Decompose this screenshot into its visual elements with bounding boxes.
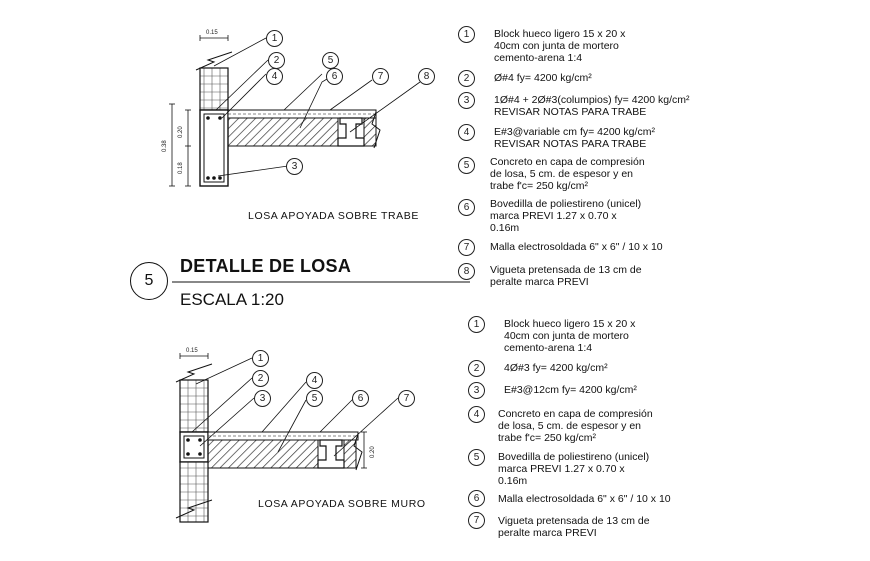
top-slab-break-line: [371, 111, 381, 149]
note-number: 6: [468, 490, 485, 507]
note-text: Malla electrosoldada 6" x 6" / 10 x 10: [498, 493, 671, 505]
top-dim-total: 0.38: [162, 140, 168, 152]
note-number: 6: [458, 199, 475, 216]
note-text: Bovedilla de poliestireno (unicel) marca…: [498, 451, 650, 487]
top-stirrup: [203, 113, 225, 183]
note-number: 2: [458, 70, 475, 87]
note-number: 3: [468, 382, 485, 399]
note-text: 1Ø#4 + 2Ø#3(columpios) fy= 4200 kg/cm² R…: [494, 94, 690, 118]
note-text: Block hueco ligero 15 x 20 x 40cm con ju…: [504, 318, 636, 354]
note-text: Concreto en capa de compresión de losa, …: [498, 408, 653, 444]
detail-title: DETALLE DE LOSA: [180, 256, 352, 276]
top-callout-bubble: 4: [266, 68, 283, 85]
bottom-polystyrene-block: [207, 439, 319, 469]
note-text: Vigueta pretensada de 13 cm de peralte m…: [498, 515, 650, 539]
note-number: 1: [468, 316, 485, 333]
top-callout-bubble: 6: [326, 68, 343, 85]
top-detail-caption: LOSA APOYADA SOBRE TRABE: [248, 210, 419, 222]
detail-scale: ESCALA 1:20: [180, 290, 284, 309]
note-text: Bovedilla de poliestireno (unicel) marca…: [490, 198, 642, 234]
note-text: E#3@variable cm fy= 4200 kg/cm² REVISAR …: [494, 126, 655, 150]
top-callout-bubble: 7: [372, 68, 389, 85]
note-number: 4: [458, 124, 475, 141]
bottom-leader-lines: [191, 357, 399, 457]
top-callout-bubble: 1: [266, 30, 283, 47]
note-number: 2: [468, 360, 485, 377]
bottom-upper-wall: [179, 379, 209, 433]
note-number: 8: [458, 263, 475, 280]
top-callout-bubble: 2: [268, 52, 285, 69]
top-leader-lines: [213, 37, 421, 177]
top-callout-bubble: 3: [286, 158, 303, 175]
note-number: 5: [468, 449, 485, 466]
top-wall-break-line: [195, 51, 233, 71]
bottom-dim-slab: 0.20: [370, 446, 376, 458]
bottom-callout-bubble: 2: [252, 370, 269, 387]
bottom-lower-wall: [179, 461, 209, 523]
top-polystyrene-block: [227, 117, 339, 147]
bottom-callout-bubble: 1: [252, 350, 269, 367]
note-number: 5: [458, 157, 475, 174]
detail-number-circle: 5: [130, 262, 168, 300]
note-number: 4: [468, 406, 485, 423]
note-number: 3: [458, 92, 475, 109]
note-text: Concreto en capa de compresión de losa, …: [490, 156, 645, 192]
note-text: Block hueco ligero 15 x 20 x 40cm con ju…: [494, 28, 626, 64]
top-detail-section: [169, 35, 421, 187]
bottom-callout-bubble: 4: [306, 372, 323, 389]
top-callout-bubble: 8: [418, 68, 435, 85]
note-text: E#3@12cm fy= 4200 kg/cm²: [504, 384, 637, 396]
note-text: Malla electrosoldada 6" x 6" / 10 x 10: [490, 241, 663, 253]
bottom-dim-width: 0.15: [186, 348, 198, 354]
note-text: Vigueta pretensada de 13 cm de peralte m…: [490, 264, 642, 288]
bottom-callout-bubble: 6: [352, 390, 369, 407]
note-number: 7: [468, 512, 485, 529]
top-block-wall: [199, 67, 229, 111]
top-dim-beam-lower: 0.18: [178, 162, 184, 174]
note-text: Ø#4 fy= 4200 kg/cm²: [494, 72, 592, 84]
bottom-callout-bubble: 3: [254, 390, 271, 407]
top-dim-width: 0.15: [206, 30, 218, 36]
note-number: 1: [458, 26, 475, 43]
bottom-callout-bubble: 7: [398, 390, 415, 407]
bottom-callout-bubble: 5: [306, 390, 323, 407]
top-beam: [199, 109, 229, 187]
top-joist: [337, 117, 365, 147]
note-number: 7: [458, 239, 475, 256]
bottom-detail-caption: LOSA APOYADA SOBRE MURO: [258, 498, 426, 510]
bottom-joist: [317, 439, 345, 469]
note-text: 4Ø#3 fy= 4200 kg/cm²: [504, 362, 608, 374]
top-dim-beam-upper: 0.20: [178, 126, 184, 138]
top-callout-bubble: 5: [322, 52, 339, 69]
bottom-detail-section: [175, 353, 399, 523]
